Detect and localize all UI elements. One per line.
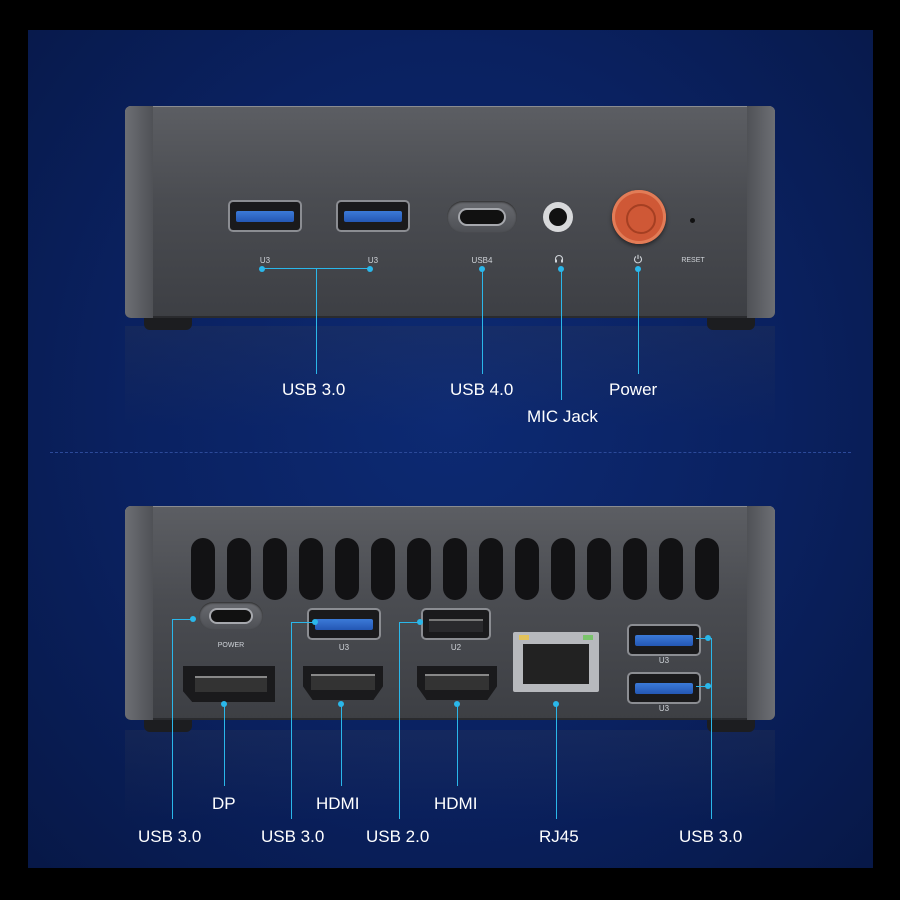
rear-dp-leader	[224, 704, 225, 786]
callout-rear-usb30-left: USB 3.0	[138, 827, 202, 846]
callout-rear-hdmi-1: HDMI	[316, 794, 360, 813]
vent-slot	[479, 538, 503, 600]
front-usb4-label: USB4	[471, 256, 493, 265]
vent-slot	[695, 538, 719, 600]
front-reflection	[125, 326, 775, 426]
rear-usb3-label: U3	[338, 643, 350, 652]
rear-usb3-label-bottom: U3	[658, 704, 670, 713]
callout-front-mic: MIC Jack	[527, 407, 598, 426]
vent-slot	[443, 538, 467, 600]
front-usb3-dot-right	[367, 266, 373, 272]
front-left-edge	[125, 106, 153, 318]
front-right-edge	[747, 106, 775, 318]
front-usb3-port-left	[230, 202, 300, 230]
rear-usb3-right-leader	[711, 638, 712, 819]
callout-front-usb40: USB 4.0	[450, 380, 514, 399]
rear-power-label: POWER	[217, 642, 245, 649]
rear-rj45-leader	[556, 704, 557, 819]
front-usb3-port-right	[338, 202, 408, 230]
callout-rear-hdmi-2: HDMI	[434, 794, 478, 813]
reset-label: RESET	[681, 257, 705, 264]
rear-reflection	[125, 730, 775, 820]
rear-usb3-port-bottom	[629, 674, 699, 702]
vent-slot	[587, 538, 611, 600]
rear-usb3-right-bracket-top	[696, 638, 712, 639]
callout-rear-rj45: RJ45	[539, 827, 579, 846]
rear-usb2-bracket	[399, 622, 420, 623]
section-divider	[50, 452, 851, 453]
product-scene: U3 U3 USB4 RESET	[28, 30, 873, 868]
vent-slot	[515, 538, 539, 600]
callout-front-power: Power	[609, 380, 658, 399]
rear-hdmi1-leader	[341, 704, 342, 786]
front-panel: U3 U3 USB4 RESET	[125, 106, 775, 318]
front-usb3-label-right: U3	[367, 256, 379, 265]
rear-usb2-label: U2	[450, 643, 462, 652]
vent-slot	[335, 538, 359, 600]
front-usb3-dot-left	[259, 266, 265, 272]
reset-pinhole	[690, 218, 695, 223]
rear-usb2-leader	[399, 622, 400, 819]
rear-usb3-dot	[312, 619, 318, 625]
callout-rear-usb20: USB 2.0	[366, 827, 430, 846]
rear-power-usbc-port	[199, 602, 263, 630]
rear-foot-left	[144, 720, 192, 732]
rear-dp-port	[183, 666, 275, 702]
vent-slot	[191, 538, 215, 600]
rear-usbc-dot	[190, 616, 196, 622]
vent-slot	[299, 538, 323, 600]
vent-slot	[659, 538, 683, 600]
vent-slot	[227, 538, 251, 600]
vent-slot	[623, 538, 647, 600]
callout-rear-dp: DP	[212, 794, 236, 813]
power-icon	[633, 254, 643, 264]
front-mic-leader	[561, 269, 562, 400]
rear-usb3-right-bracket-bottom	[696, 686, 712, 687]
rear-rj45-port	[513, 632, 599, 692]
headset-icon	[554, 254, 564, 263]
callout-rear-usb30-right: USB 3.0	[679, 827, 743, 846]
rear-usbc-bracket	[172, 619, 193, 620]
rear-usb2-dot	[417, 619, 423, 625]
rear-foot-right	[707, 720, 755, 732]
rear-usb2-port	[423, 610, 489, 638]
rear-hdmi-port-1	[303, 666, 383, 700]
rear-usb3-leader	[291, 622, 292, 819]
front-usb4-leader	[482, 269, 483, 374]
front-mic-jack	[543, 202, 573, 232]
rear-left-edge	[125, 506, 153, 720]
callout-rear-usb30-mid: USB 3.0	[261, 827, 325, 846]
rear-usbc-leader	[172, 619, 173, 819]
front-power-leader	[638, 269, 639, 374]
front-power-button	[612, 190, 666, 244]
front-usb4-port	[447, 201, 517, 233]
vent-slot	[551, 538, 575, 600]
rear-usb3-bracket	[291, 622, 315, 623]
front-foot-left	[144, 318, 192, 330]
vent-slot	[407, 538, 431, 600]
rear-right-edge	[747, 506, 775, 720]
rear-hdmi-port-2	[417, 666, 497, 700]
rear-usb3-port-top	[629, 626, 699, 654]
rear-usb3-label-top: U3	[658, 656, 670, 665]
front-usb3-label-left: U3	[259, 256, 271, 265]
rear-hdmi2-leader	[457, 704, 458, 786]
front-usb3-leader	[316, 268, 317, 374]
rear-panel: POWER U3 U2 U3 U3	[125, 506, 775, 720]
rear-usb3-port	[309, 610, 379, 638]
front-foot-right	[707, 318, 755, 330]
vent-slot	[263, 538, 287, 600]
callout-front-usb30: USB 3.0	[282, 380, 346, 399]
vent-slot	[371, 538, 395, 600]
